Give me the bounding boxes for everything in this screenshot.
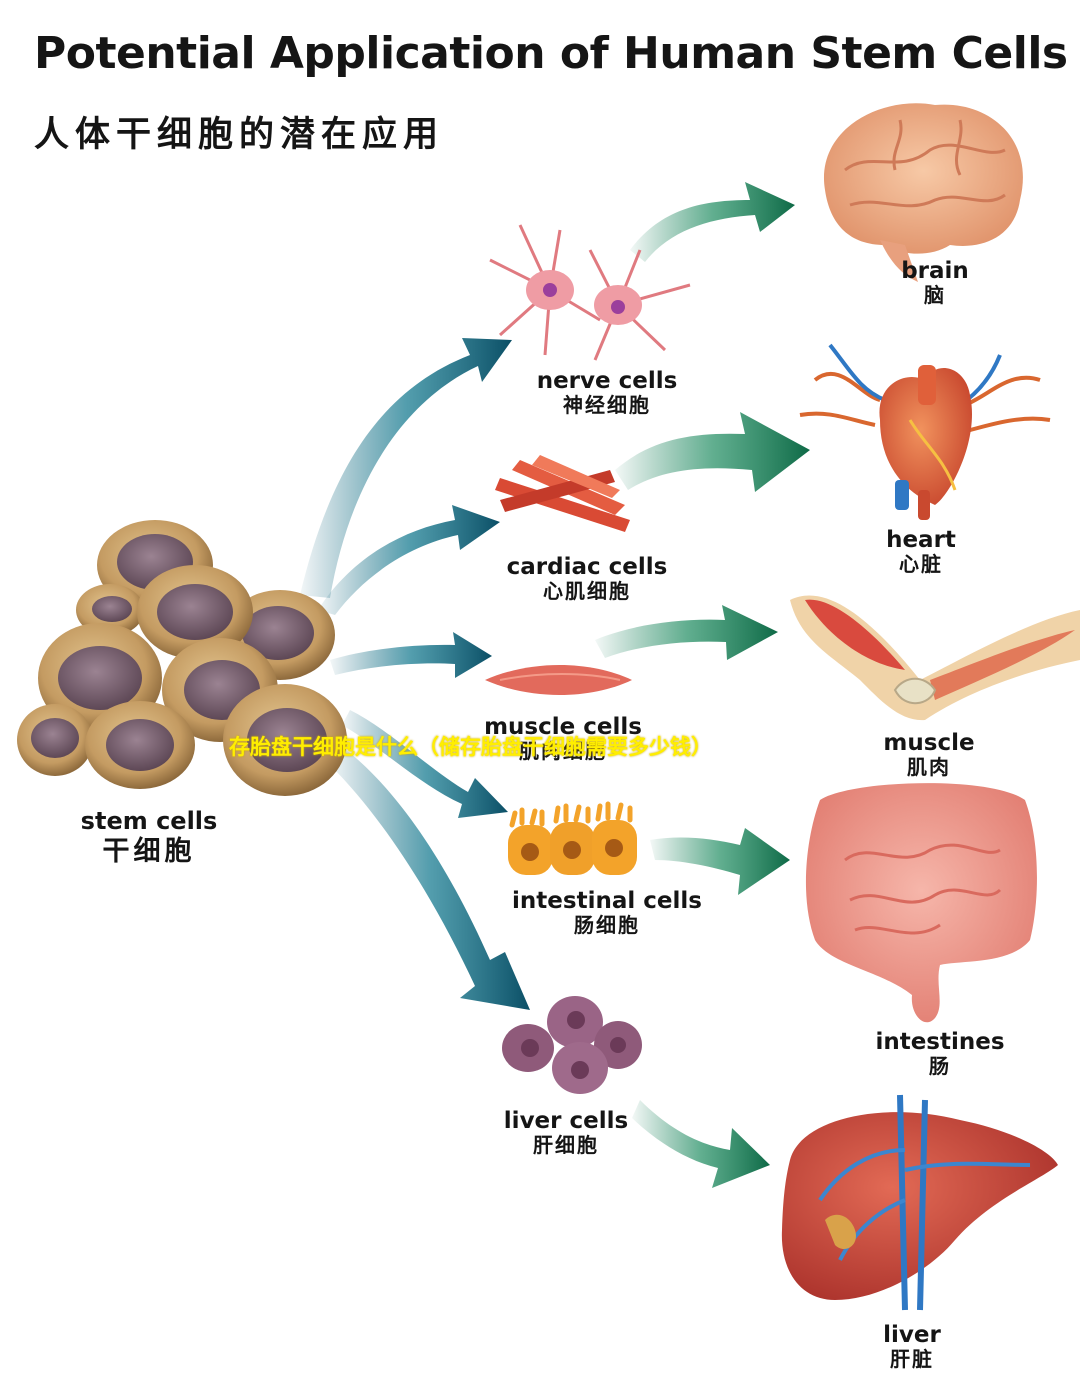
muscle-cells-label: muscle cells 肌肉细胞 <box>484 714 642 763</box>
intestinal-cells-zh: 肠细胞 <box>574 913 640 938</box>
liver-en: liver <box>883 1322 941 1348</box>
arrow-to-muscle-organ <box>595 605 778 660</box>
stem-cells-illustration <box>17 520 347 796</box>
liver-zh: 肝脏 <box>889 1347 934 1372</box>
cardiac-cells-illustration <box>495 455 630 532</box>
arrow-to-cardiac <box>318 505 500 615</box>
diagram-subtitle: 人体干细胞的潜在应用 <box>34 115 445 155</box>
nerve-cells-illustration <box>489 224 691 361</box>
liver-cells-en: liver cells <box>503 1108 629 1134</box>
brain-illustration <box>823 103 1023 282</box>
arrow-to-nerve <box>300 338 512 598</box>
arrow-to-intestinal <box>342 710 508 818</box>
brain-zh: 脑 <box>924 283 946 308</box>
arrow-to-liver <box>330 745 530 1010</box>
cardiac-cells-en: cardiac cells <box>506 554 668 580</box>
watermark-caption: 存胎盘干细胞是什么（储存胎盘干细胞需要多少钱） <box>229 735 712 759</box>
heart-en: heart <box>886 527 956 553</box>
arrow-to-brain <box>630 182 795 262</box>
intestinal-cells-en: intestinal cells <box>512 888 702 914</box>
cardiac-cells-label: cardiac cells 心肌细胞 <box>507 554 668 603</box>
nerve-cells-label: nerve cells 神经细胞 <box>537 368 678 417</box>
heart-label: heart 心脏 <box>886 527 956 576</box>
stem-to-cell-arrows <box>300 338 530 1010</box>
intestines-illustration <box>805 783 1037 1023</box>
liver-label: liver 肝脏 <box>883 1322 941 1371</box>
muscle-en: muscle <box>883 730 975 756</box>
muscle-cells-illustration <box>485 665 632 695</box>
muscle-label: muscle 肌肉 <box>883 730 974 779</box>
arrow-to-intestines <box>650 828 790 895</box>
liver-illustration <box>781 1094 1058 1311</box>
intestines-label: intestines 肠 <box>875 1029 1004 1078</box>
cell-to-organ-arrows <box>595 182 810 1188</box>
brain-label: brain 脑 <box>901 258 969 307</box>
muscle-cells-zh: 肌肉细胞 <box>518 739 607 764</box>
intestines-zh: 肠 <box>929 1054 951 1079</box>
arrow-to-heart <box>615 412 810 492</box>
intestines-en: intestines <box>875 1029 1005 1055</box>
heart-zh: 心脏 <box>899 552 943 577</box>
intestinal-cells-illustration <box>508 801 637 875</box>
heart-illustration <box>799 343 1051 520</box>
liver-cells-illustration <box>502 996 642 1094</box>
brain-en: brain <box>901 258 969 284</box>
intestinal-cells-label: intestinal cells 肠细胞 <box>512 888 702 937</box>
liver-cells-label: liver cells 肝细胞 <box>504 1108 628 1157</box>
nerve-cells-en: nerve cells <box>536 368 678 394</box>
arrow-to-muscle <box>330 632 492 678</box>
arrow-to-liver-organ <box>632 1100 770 1188</box>
cardiac-cells-zh: 心肌细胞 <box>542 579 631 604</box>
stem-cells-label: stem cells 干细胞 <box>80 807 218 867</box>
diagram-title: Potential Application of Human Stem Cell… <box>34 28 1068 79</box>
muscle-cells-en: muscle cells <box>484 714 642 740</box>
stem-cells-en: stem cells <box>80 807 218 835</box>
nerve-cells-zh: 神经细胞 <box>562 393 651 418</box>
liver-cells-zh: 肝细胞 <box>533 1133 599 1158</box>
stem-cells-zh: 干细胞 <box>102 835 196 867</box>
muscle-arm-illustration <box>790 595 1080 721</box>
muscle-zh: 肌肉 <box>907 755 951 780</box>
